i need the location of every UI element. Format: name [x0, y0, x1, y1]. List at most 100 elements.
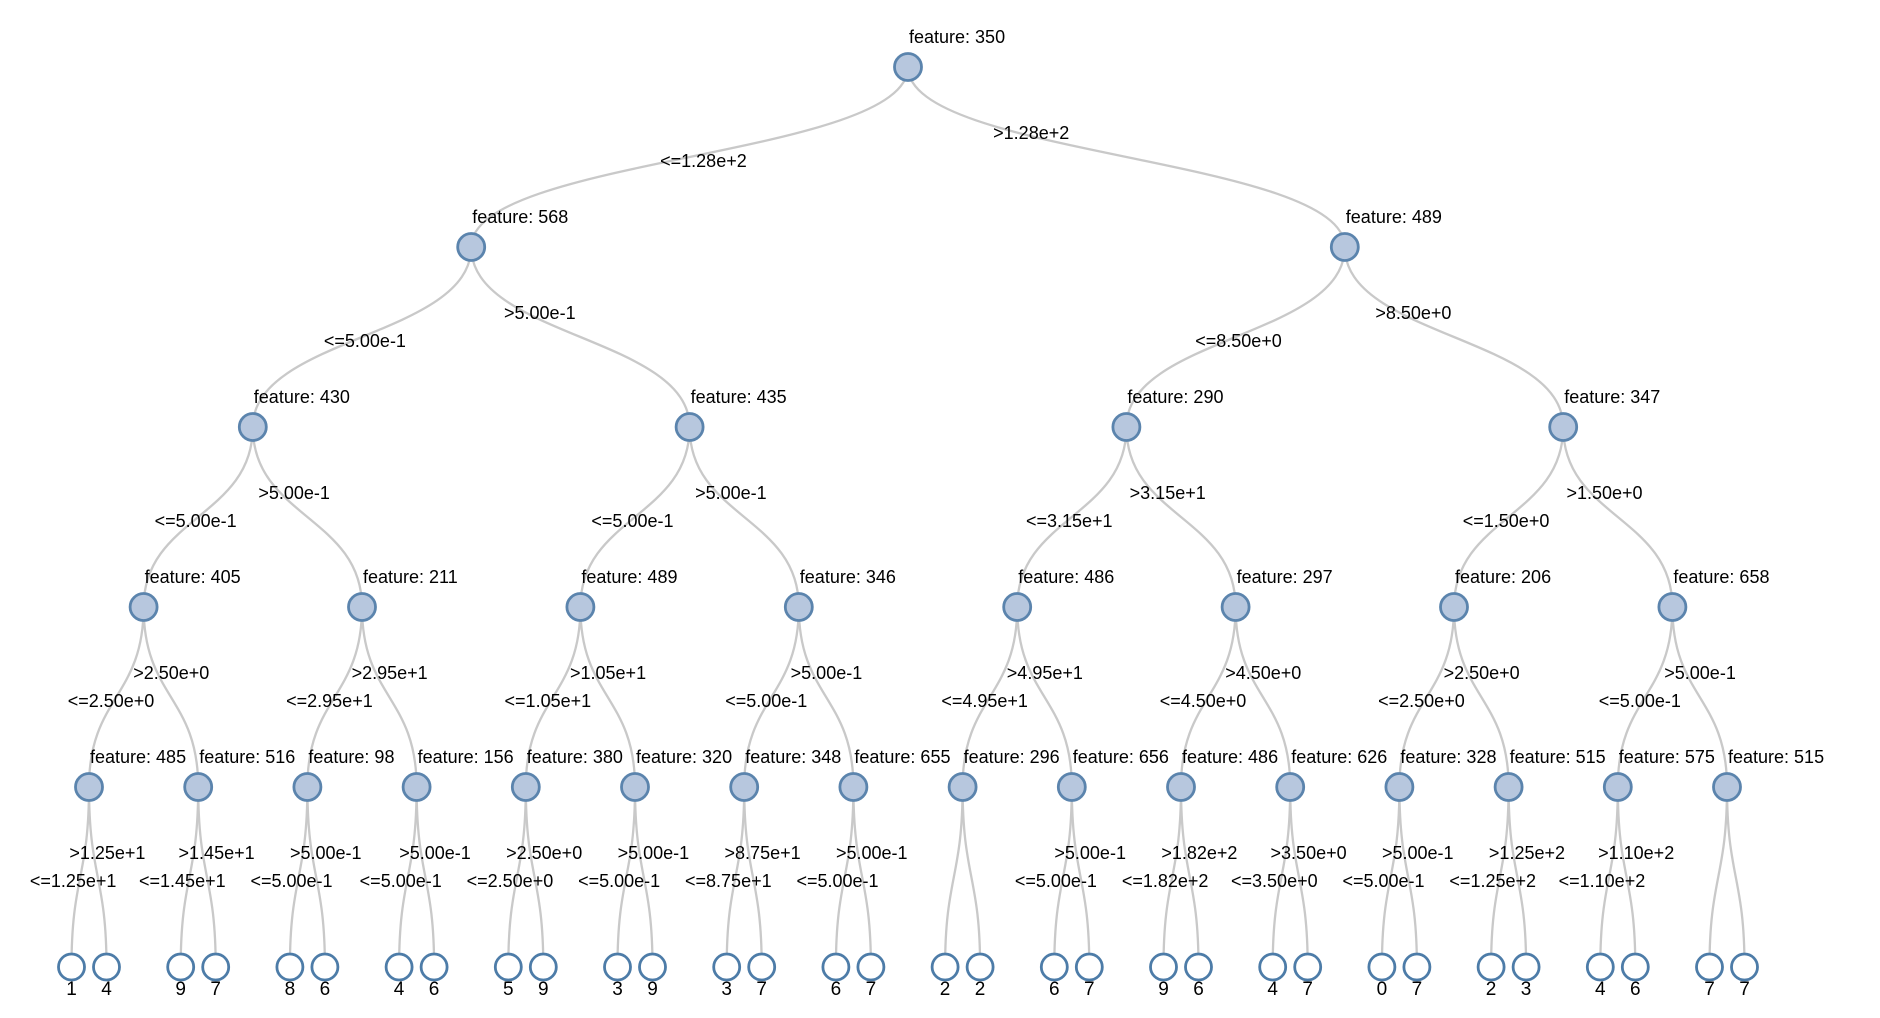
tree-edge	[1452, 606, 1510, 788]
tree-edge	[1289, 786, 1309, 968]
node-feature-label: feature: 328	[1400, 747, 1496, 767]
leaf-node	[493, 952, 523, 982]
leaf-node	[57, 952, 86, 982]
leaf-node	[310, 952, 340, 982]
internal-node	[1329, 232, 1360, 262]
internal-node	[1657, 592, 1688, 622]
edge-threshold-label: <=3.15e+1	[1026, 511, 1113, 531]
leaf-node	[275, 952, 305, 982]
internal-node	[1220, 592, 1251, 622]
internal-node	[1712, 772, 1742, 802]
tree-edge	[142, 426, 254, 608]
edge-threshold-label: <=5.00e-1	[796, 871, 878, 891]
edge-threshold-label: >5.00e-1	[399, 843, 471, 863]
leaf-node	[1511, 952, 1541, 982]
tree-edge	[197, 786, 217, 968]
internal-node	[401, 772, 432, 802]
node-feature-label: feature: 206	[1455, 567, 1551, 587]
leaf-node	[1367, 952, 1397, 982]
leaf-value-label: 7	[1302, 979, 1313, 1000]
node-feature-label: feature: 515	[1728, 747, 1824, 767]
tree-edge	[524, 786, 545, 968]
leaf-node	[384, 952, 414, 982]
leaf-node	[1476, 952, 1506, 982]
leaf-value-label: 0	[1377, 979, 1388, 1000]
edge-threshold-label: >5.00e-1	[290, 843, 362, 863]
tree-edge	[360, 606, 418, 788]
leaf-value-label: 4	[394, 979, 405, 1000]
edge-threshold-label: >5.00e-1	[1382, 843, 1454, 863]
edge-threshold-label: <=5.00e-1	[155, 511, 237, 531]
node-feature-label: feature: 350	[909, 27, 1005, 47]
edge-threshold-label: >2.50e+0	[506, 843, 582, 863]
tree-edge	[1016, 606, 1073, 788]
internal-node	[1056, 772, 1087, 802]
edge-threshold-label: >1.05e+1	[570, 663, 646, 683]
edge-threshold-label: >1.28e+2	[993, 123, 1069, 143]
edge-threshold-label: <=2.50e+0	[1378, 691, 1465, 711]
leaf-value-label: 3	[612, 979, 623, 1000]
internal-node	[947, 772, 978, 802]
edge-threshold-label: >3.50e+0	[1271, 843, 1347, 863]
labels-layer: <=1.28e+2 >1.28e+2 feature: 350 <=5.00e-1 >5…	[30, 27, 1824, 1000]
leaf-value-label: 2	[1486, 979, 1497, 1000]
node-feature-label: feature: 486	[1018, 567, 1114, 587]
tree-edge	[507, 786, 527, 968]
internal-node	[620, 772, 650, 802]
tree-edge	[616, 786, 637, 968]
tree-edge	[961, 606, 1019, 788]
leaf-value-label: 6	[1630, 979, 1641, 1000]
leaf-value-label: 3	[1521, 979, 1532, 1000]
edge-threshold-label: <=5.00e-1	[1015, 871, 1097, 891]
leaf-value-label: 6	[1049, 979, 1060, 1000]
edge-threshold-label: <=2.50e+0	[467, 871, 554, 891]
leaf-value-label: 7	[756, 979, 767, 1000]
tree-edge	[1599, 786, 1619, 968]
edge-threshold-label: >1.10e+2	[1598, 843, 1674, 863]
leaf-node	[528, 952, 558, 982]
tree-edge	[397, 786, 418, 968]
leaf-node	[1293, 952, 1323, 982]
node-feature-label: feature: 516	[199, 747, 295, 767]
tree-edge	[1489, 786, 1510, 968]
node-feature-label: feature: 655	[854, 747, 950, 767]
node-feature-label: feature: 485	[90, 747, 186, 767]
tree-edge	[142, 606, 200, 788]
edge-threshold-label: <=1.45e+1	[139, 871, 226, 891]
edge-threshold-label: >5.00e-1	[836, 843, 908, 863]
tree-edge	[743, 606, 800, 788]
internal-node	[1493, 772, 1524, 802]
edge-threshold-label: <=1.28e+2	[660, 151, 747, 171]
edge-threshold-label: <=2.95e+1	[286, 691, 373, 711]
leaf-node	[419, 952, 449, 982]
edge-threshold-label: <=5.00e-1	[1599, 691, 1681, 711]
internal-node	[838, 772, 869, 802]
node-feature-label: feature: 320	[636, 747, 732, 767]
tree-edge	[688, 426, 800, 608]
tree-edge	[1398, 786, 1419, 968]
tree-edge	[1179, 606, 1237, 788]
leaf-node	[1258, 952, 1288, 982]
leaf-value-label: 7	[1084, 979, 1095, 1000]
internal-node	[1439, 592, 1469, 622]
node-feature-label: feature: 347	[1564, 387, 1660, 407]
edge-threshold-label: >1.25e+1	[69, 843, 145, 863]
internal-node	[1111, 412, 1142, 442]
leaf-node	[930, 952, 960, 982]
edge-threshold-label: <=1.82e+2	[1122, 871, 1209, 891]
node-feature-label: feature: 568	[472, 207, 568, 227]
edge-threshold-label: <=3.50e+0	[1231, 871, 1318, 891]
edge-threshold-label: >5.00e-1	[1664, 663, 1736, 683]
edge-threshold-label: >2.50e+0	[133, 663, 209, 683]
tree-edge	[961, 786, 982, 968]
leaf-node	[1730, 952, 1759, 982]
leaf-value-label: 9	[538, 979, 549, 1000]
internal-node	[1384, 772, 1415, 802]
node-feature-label: feature: 435	[691, 387, 787, 407]
edge-threshold-label: <=5.00e-1	[250, 871, 332, 891]
leaf-value-label: 3	[721, 979, 732, 1000]
tree-edge	[1708, 786, 1729, 968]
tree-edge	[1053, 786, 1073, 968]
edge-threshold-label: >2.95e+1	[352, 663, 428, 683]
tree-edge	[415, 786, 436, 968]
